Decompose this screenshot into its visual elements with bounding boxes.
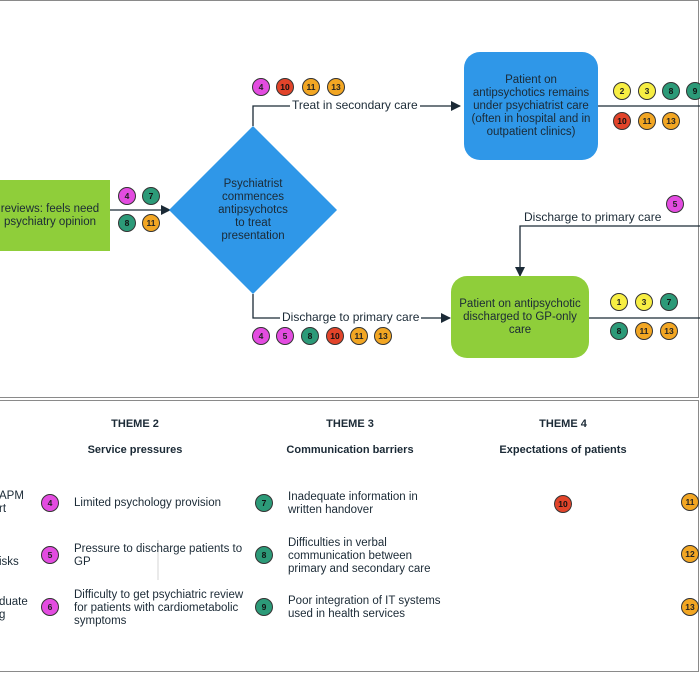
badge-treat-11: 11 xyxy=(302,78,320,96)
badge-treat-13: 13 xyxy=(327,78,345,96)
gp-review-node xyxy=(0,180,110,251)
badge-secondary-3: 3 xyxy=(638,82,656,100)
badge-gponly-3: 3 xyxy=(635,293,653,311)
theme3-item-8: Difficulties in verbal communication bet… xyxy=(288,537,431,575)
badge-secondary-11: 11 xyxy=(638,112,656,130)
theme2-badge-4: 4 xyxy=(41,494,59,512)
badge-discharge-mid-5: 5 xyxy=(666,195,684,213)
theme2-item-5: Pressure to discharge patients to GP xyxy=(74,543,243,568)
badge-gponly-8: 8 xyxy=(610,322,628,340)
theme3-item-7: Inadequate information in written handov… xyxy=(288,491,418,516)
gp-only-node xyxy=(451,276,589,358)
badge-gp-11: 11 xyxy=(142,214,160,232)
gp-only-text: Patient on antipsychotic discharged to G… xyxy=(459,297,581,336)
theme4-heading: THEME 4 xyxy=(539,418,587,430)
flowchart-frame xyxy=(0,0,699,398)
edge-label-treat-secondary: Treat in secondary care xyxy=(290,98,420,112)
badge-secondary-8: 8 xyxy=(662,82,680,100)
badge-discharge-8: 8 xyxy=(301,327,319,345)
theme2-item-6: Difficulty to get psychiatric review for… xyxy=(74,589,244,627)
theme2-badge-6: 6 xyxy=(41,598,59,616)
badge-gp-7: 7 xyxy=(142,187,160,205)
theme5-badge-11: 11 xyxy=(681,493,699,511)
theme3-badge-9: 9 xyxy=(255,598,273,616)
badge-gponly-1: 1 xyxy=(610,293,628,311)
badge-secondary-13: 13 xyxy=(662,112,680,130)
theme3-heading: THEME 3 xyxy=(326,418,374,430)
theme1-fragment-4: duate xyxy=(0,596,28,608)
theme3-subheading: Communication barriers xyxy=(286,444,414,456)
edge-discharge-mid xyxy=(515,225,700,277)
edge-label-discharge-bottom: Discharge to primary care xyxy=(280,310,422,324)
badge-gponly-11: 11 xyxy=(635,322,653,340)
badge-secondary-9: 9 xyxy=(686,82,700,100)
badge-gponly-13: 13 xyxy=(660,322,678,340)
edge-label-discharge-mid: Discharge to primary care xyxy=(522,210,664,224)
psychiatrist-text: Psychiatrist commences antipsychotcs to … xyxy=(218,177,288,242)
theme3-badge-7: 7 xyxy=(255,494,273,512)
theme2-subheading: Service pressures xyxy=(87,444,183,456)
theme1-fragment-1: APM xyxy=(0,490,24,502)
theme4-badge-10: 10 xyxy=(554,495,572,513)
theme2-item-4: Limited psychology provision xyxy=(74,497,222,509)
theme1-fragment-2: rt xyxy=(0,503,7,515)
theme1-fragment-5: g xyxy=(0,609,6,621)
badge-discharge-4: 4 xyxy=(252,327,270,345)
badge-gponly-7: 7 xyxy=(660,293,678,311)
secondary-care-text: Patient on antipsychotics remains under … xyxy=(471,73,591,138)
badge-treat-10: 10 xyxy=(276,78,294,96)
badge-discharge-5: 5 xyxy=(276,327,294,345)
badge-discharge-10: 10 xyxy=(326,327,344,345)
badge-discharge-13: 13 xyxy=(374,327,392,345)
gp-review-text: reviews: feels need psychiatry opinion xyxy=(0,202,100,228)
theme5-badge-13: 13 xyxy=(681,598,699,616)
theme1-fragment-3: isks xyxy=(0,556,19,568)
psychiatrist-node xyxy=(169,126,337,294)
theme4-subheading: Expectations of patients xyxy=(499,444,627,456)
badge-gp-8: 8 xyxy=(118,214,136,232)
theme2-badge-5: 5 xyxy=(41,546,59,564)
badge-discharge-11: 11 xyxy=(350,327,368,345)
theme2-heading: THEME 2 xyxy=(111,418,159,430)
secondary-care-node xyxy=(464,52,598,160)
badge-secondary-10: 10 xyxy=(613,112,631,130)
theme3-item-9: Poor integration of IT systems used in h… xyxy=(288,595,441,620)
theme5-badge-12: 12 xyxy=(681,545,699,563)
legend-frame xyxy=(0,400,699,672)
badge-secondary-2: 2 xyxy=(613,82,631,100)
badge-gp-4: 4 xyxy=(118,187,136,205)
badge-treat-4: 4 xyxy=(252,78,270,96)
theme3-badge-8: 8 xyxy=(255,546,273,564)
